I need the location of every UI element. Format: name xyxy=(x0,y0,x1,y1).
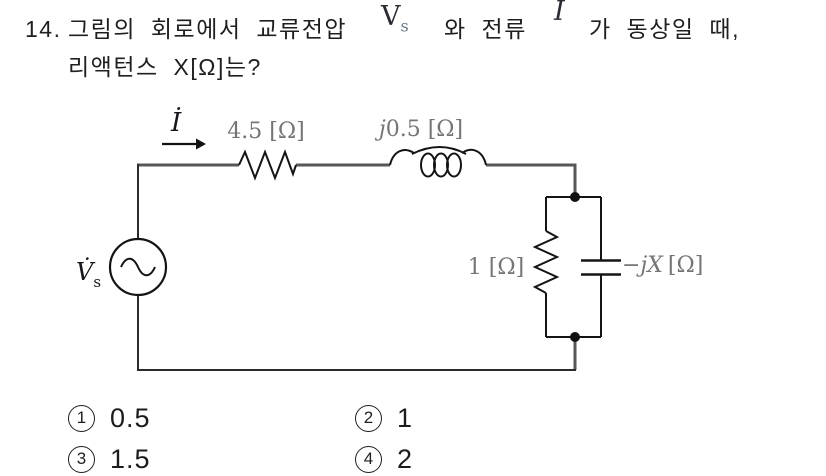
junction-dot-bottom xyxy=(570,332,580,342)
junction-dot-top xyxy=(570,192,580,202)
source-label: V̇s xyxy=(76,258,101,291)
ac-source-symbol xyxy=(108,237,168,297)
capacitor-symbol xyxy=(581,259,621,276)
sine-wave-icon xyxy=(120,257,156,277)
parallel-resistor-symbol xyxy=(532,230,560,294)
parallel-box-wires xyxy=(545,196,602,338)
voltage-symbol-inline: Vs xyxy=(381,1,409,35)
question-text-part3: 가 동상일 때, xyxy=(589,16,740,42)
choice-marker-1: 1 xyxy=(68,404,95,432)
choice-value-3: 1.5 xyxy=(110,443,151,474)
choice-marker-2: 2 xyxy=(355,404,382,432)
choice-option-2[interactable]: 2 1 xyxy=(355,403,413,433)
choice-marker-3: 3 xyxy=(68,445,95,473)
capacitor-label: −jX[Ω] xyxy=(622,253,703,278)
choice-marker-4: 4 xyxy=(355,445,382,473)
question-number: 14. xyxy=(25,16,62,42)
choice-option-3[interactable]: 3 1.5 xyxy=(68,444,151,474)
choice-option-1[interactable]: 1 0.5 xyxy=(68,403,151,433)
voltage-v: V xyxy=(381,1,401,32)
choice-value-1: 0.5 xyxy=(110,402,151,433)
voltage-subscript: s xyxy=(400,16,409,36)
series-resistor-label: 4.5 [Ω] xyxy=(227,119,304,144)
current-symbol-inline: İ xyxy=(554,0,565,27)
question-text-line2: 리액턴스 X[Ω]는? xyxy=(68,54,262,80)
current-arrow-icon xyxy=(162,138,206,150)
choice-value-4: 2 xyxy=(397,443,414,474)
choice-option-4[interactable]: 4 2 xyxy=(355,444,413,474)
wire-top xyxy=(137,163,577,370)
current-label: İ xyxy=(170,107,182,138)
question-text-part1: 그림의 회로에서 교류전압 xyxy=(68,16,348,42)
inductor-symbol xyxy=(389,146,487,178)
parallel-resistor-label: 1 [Ω] xyxy=(468,255,524,280)
series-resistor-symbol xyxy=(238,149,297,181)
inductor-label: j0.5 [Ω] xyxy=(374,117,463,142)
choice-value-2: 1 xyxy=(397,402,414,433)
question-text-part2: 와 전류 xyxy=(444,16,527,42)
